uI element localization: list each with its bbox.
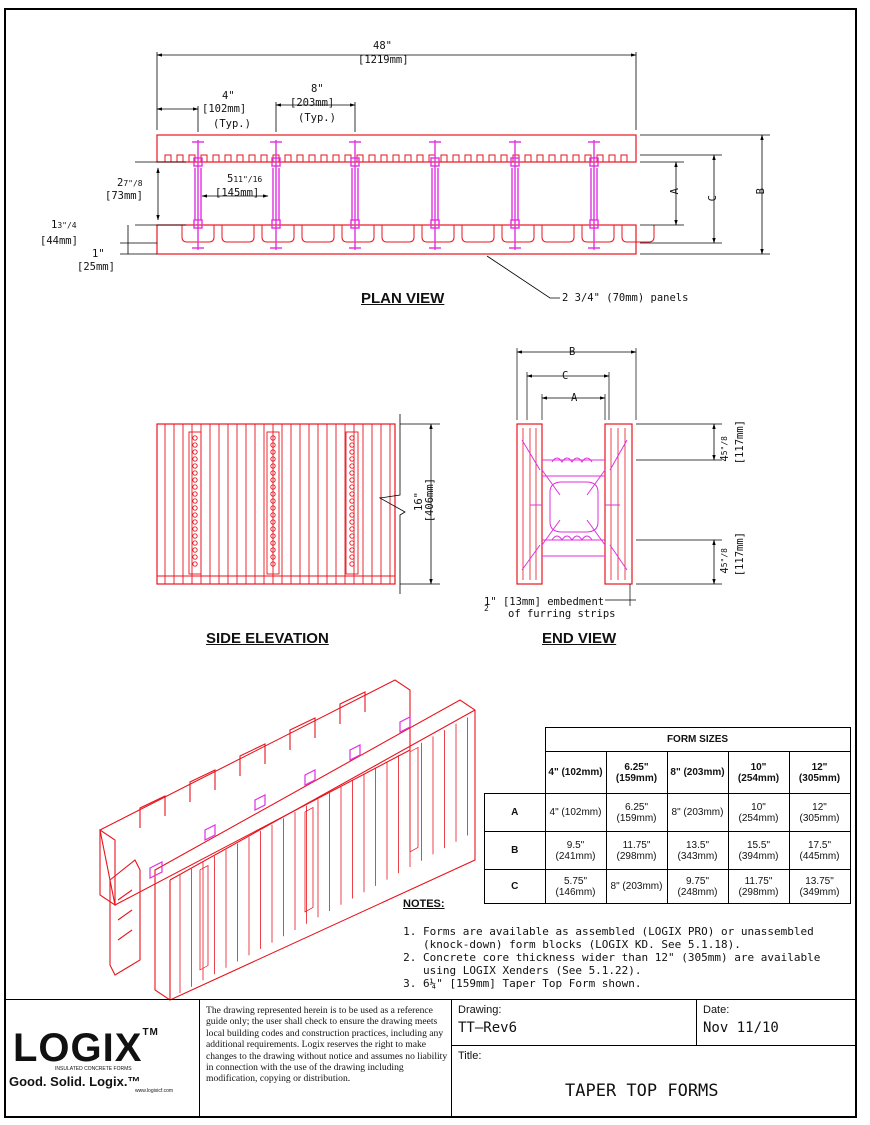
note-item: 6¼" [159mm] Taper Top Form shown. [423, 977, 843, 990]
end-label-b: B [569, 346, 576, 358]
plan-label-b: B [755, 188, 767, 195]
web-offset-dim: 4" [222, 90, 235, 102]
side-height-dim: 16" [413, 492, 425, 511]
col-header: 4" (102mm) [544, 751, 607, 794]
drawing-label: Drawing: [458, 1004, 502, 1016]
title-value: TAPER TOP FORMS [565, 1081, 719, 1101]
drawing-cell: Drawing: TT–Rev6 [451, 999, 697, 1046]
table-cell: 15.5"(394mm) [727, 831, 790, 870]
slogan: Good. Solid. Logix.™ [9, 1074, 141, 1089]
date-value: Nov 11/10 [703, 1020, 779, 1036]
table-cell: 10"(254mm) [727, 793, 790, 832]
end-bottom-dim: 45"/8 [719, 548, 731, 574]
side-elevation-drawing [156, 414, 440, 594]
table-cell: 8" (203mm) [666, 793, 729, 832]
isometric-form-drawing [99, 679, 476, 1001]
table-cell: 9.5"(241mm) [544, 831, 607, 870]
core-dim: 27"/8 [117, 177, 143, 189]
web-gap-dim: 511"/16 [227, 173, 263, 185]
web-spacing-note: (Typ.) [298, 112, 336, 124]
note-item: Concrete core thickness wider than 12" (… [423, 951, 843, 977]
end-view-drawing [516, 348, 722, 606]
plan-view-title: PLAN VIEW [361, 290, 445, 307]
notes-section: NOTES: Forms are available as assembled … [403, 898, 843, 990]
notes-title: NOTES: [403, 898, 445, 910]
table-row: C 5.75"(146mm) 8" (203mm) 9.75"(248mm) 1… [484, 869, 851, 904]
web-offset-note: (Typ.) [213, 118, 251, 130]
row-label: B [484, 831, 546, 870]
date-cell: Date: Nov 11/10 [696, 999, 857, 1046]
embedment-note-1: 1" [13mm] embedment [484, 596, 605, 608]
web-spacing-dim: 8" [311, 83, 324, 95]
date-label: Date: [703, 1004, 730, 1016]
col-header: 6.25"(159mm) [605, 751, 668, 794]
col-header: 12"(305mm) [788, 751, 851, 794]
logix-logo: LOGIXTM [13, 1026, 159, 1070]
form-sizes-table: FORM SIZES 4" (102mm) 6.25"(159mm) 8" (2… [484, 727, 851, 904]
table-cell: 9.75"(248mm) [666, 869, 729, 904]
note-item: Forms are available as assembled (LOGIX … [423, 925, 843, 951]
end-label-a: A [571, 392, 578, 404]
embedment-note-2: of furring strips [508, 608, 616, 620]
end-view-title: END VIEW [542, 630, 617, 647]
table-cell: 6.25"(159mm) [605, 793, 668, 832]
end-label-c: C [562, 370, 569, 382]
form-sizes-title: FORM SIZES [544, 727, 851, 752]
logo-subtitle: INSULATED CONCRETE FORMS [55, 1066, 132, 1072]
plan-label-c: C [707, 195, 719, 202]
drawing-value: TT–Rev6 [458, 1020, 518, 1036]
web-offset-dim-mm: [102mm] [202, 103, 247, 115]
table-row: B 9.5"(241mm) 11.75"(298mm) 13.5"(343mm)… [484, 831, 851, 870]
end-top-dim-mm: [117mm] [734, 420, 746, 465]
table-cell: 11.75"(298mm) [605, 831, 668, 870]
end-top-dim: 45"/8 [719, 436, 731, 462]
table-cell: 13.75"(349mm) [788, 869, 851, 904]
embedment-frac: 2 [484, 604, 489, 613]
logo-cell: LOGIXTM INSULATED CONCRETE FORMS Good. S… [4, 999, 200, 1118]
col-header: 8" (203mm) [666, 751, 729, 794]
plan-label-a: A [669, 188, 681, 195]
plan-view-drawing [120, 52, 770, 299]
panel-dim-mm: [44mm] [40, 235, 78, 247]
disclaimer-cell: The drawing represented herein is to be … [199, 999, 452, 1118]
title-label: Title: [458, 1050, 482, 1062]
panels-callout: 2 3/4" (70mm) panels [562, 292, 689, 304]
table-cell: 17.5"(445mm) [788, 831, 851, 870]
skin-dim-mm: [25mm] [77, 261, 115, 273]
table-cell: 12"(305mm) [788, 793, 851, 832]
form-sizes-header-row: 4" (102mm) 6.25"(159mm) 8" (203mm) 10"(2… [484, 751, 851, 794]
row-label: A [484, 793, 546, 832]
disclaimer-text: The drawing represented herein is to be … [206, 1005, 448, 1085]
row-label: C [484, 869, 546, 904]
side-height-dim-mm: [406mm] [424, 478, 436, 523]
website-url: www.logixicf.com [135, 1088, 174, 1094]
end-bottom-dim-mm: [117mm] [734, 532, 746, 577]
table-row: A 4" (102mm) 6.25"(159mm) 8" (203mm) 10"… [484, 793, 851, 832]
overall-dim: 48" [373, 40, 392, 52]
title-cell: Title: TAPER TOP FORMS [451, 1045, 857, 1118]
overall-dim-mm: [1219mm] [358, 54, 409, 66]
col-header: 10"(254mm) [727, 751, 790, 794]
web-gap-dim-mm: [145mm] [215, 187, 260, 199]
web-spacing-dim-mm: [203mm] [290, 97, 335, 109]
skin-dim: 1" [92, 248, 105, 260]
core-dim-mm: [73mm] [105, 190, 143, 202]
table-cell: 11.75"(298mm) [727, 869, 790, 904]
table-cell: 8" (203mm) [605, 869, 668, 904]
table-cell: 13.5"(343mm) [666, 831, 729, 870]
table-cell: 4" (102mm) [544, 793, 607, 832]
side-elevation-title: SIDE ELEVATION [206, 630, 329, 647]
panel-dim: 13"/4 [51, 219, 77, 231]
